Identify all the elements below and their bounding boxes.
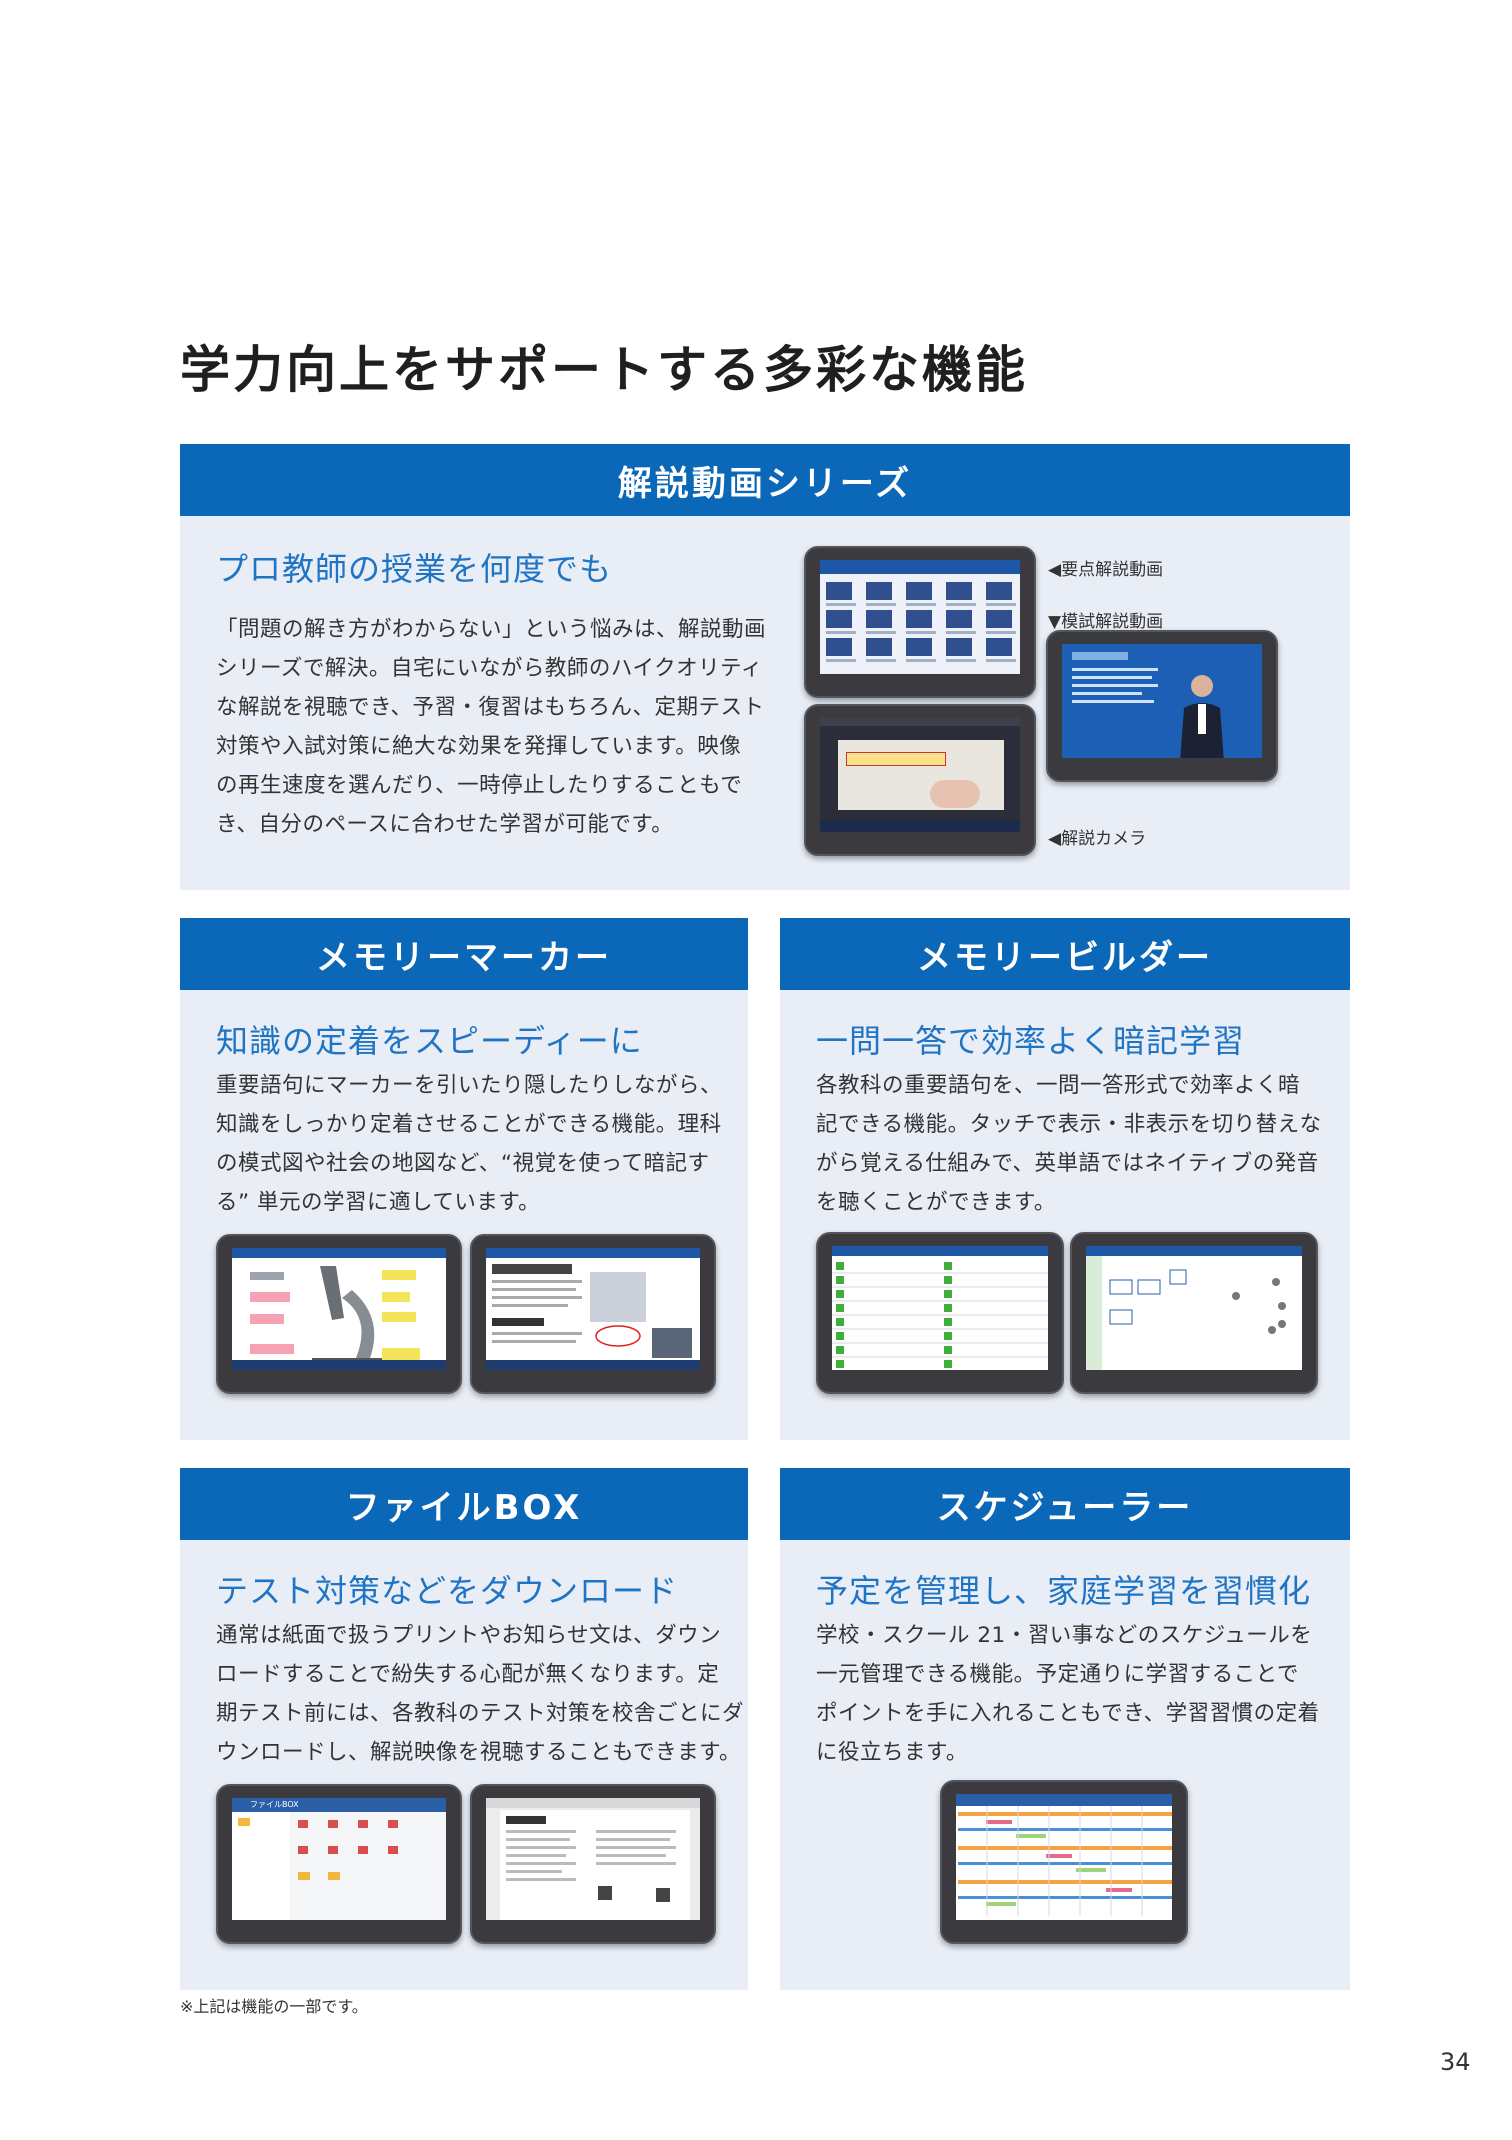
lecturer-figure: [1072, 652, 1224, 758]
memory-builder-body: 各教科の重要語句を、一問一答形式で効率よく暗 記できる機能。タッチで表示・非表示…: [816, 1073, 1322, 1215]
scheduler-screen: [956, 1794, 1172, 1920]
file-box-tablet: ファイルBOX: [216, 1784, 462, 1944]
scheduler-tablet: [940, 1780, 1188, 1944]
word-list-screen: [832, 1246, 1048, 1370]
memory-marker-subtitle: 知識の定着をスピーディーに: [216, 1022, 643, 1060]
vocab-cards: [1086, 1256, 1286, 1370]
vocab-card-screen: [1086, 1246, 1302, 1370]
mock-exam-screen: [1062, 644, 1262, 758]
camera-tablet: [804, 704, 1036, 856]
video-series-panel: 解説動画シリーズ プロ教師の授業を何度でも 「問題の解き方がわからない」という悩…: [180, 444, 1350, 890]
camera-screen: [820, 718, 1020, 832]
test-prep-tablet: [470, 1784, 716, 1944]
word-list-tablet: [816, 1232, 1064, 1394]
point-video-screen: [820, 560, 1020, 674]
memory-builder-header: メモリービルダー: [780, 918, 1350, 990]
page-number: 34: [1440, 2048, 1471, 2076]
file-box-header: ファイルBOX: [180, 1468, 748, 1540]
video-series-subtitle: プロ教師の授業を何度でも: [216, 550, 613, 588]
microscope-diagram: [250, 1266, 420, 1370]
mock-exam-tablet: [1046, 630, 1278, 782]
microscope-screen: [232, 1248, 446, 1370]
caption-camera: ◀解説カメラ: [1048, 829, 1147, 849]
file-box-screen-title: ファイルBOX: [250, 1800, 299, 1809]
map-screen: [486, 1248, 700, 1370]
memory-builder-subtitle: 一問一答で効率よく暗記学習: [816, 1022, 1246, 1060]
scheduler-header: スケジューラー: [780, 1468, 1350, 1540]
file-box-subtitle: テスト対策などをダウンロード: [216, 1572, 679, 1610]
page-title: 学力向上をサポートする多彩な機能: [180, 341, 1028, 399]
memory-marker-header: メモリーマーカー: [180, 918, 748, 990]
vocab-card-tablet: [1070, 1232, 1318, 1394]
schedule-calendar: [958, 1806, 1172, 1916]
word-list-table: [832, 1262, 1048, 1368]
scheduler-subtitle: 予定を管理し、家庭学習を習慣化: [816, 1572, 1312, 1610]
scheduler-panel: スケジューラー 予定を管理し、家庭学習を習慣化 学校・スクール 21・習い事など…: [780, 1468, 1350, 1990]
caption-point-video: ◀要点解説動画: [1048, 560, 1164, 580]
memory-marker-panel: メモリーマーカー 知識の定着をスピーディーに 重要語句にマーカーを引いたり隠した…: [180, 918, 748, 1440]
memory-builder-panel: メモリービルダー 一問一答で効率よく暗記学習 各教科の重要語句を、一問一答形式で…: [780, 918, 1350, 1440]
video-series-header: 解説動画シリーズ: [180, 444, 1350, 516]
microscope-tablet: [216, 1234, 462, 1394]
file-folder-grid: [232, 1812, 398, 1920]
scheduler-body: 学校・スクール 21・習い事などのスケジュールを 一元管理できる機能。予定通りに…: [816, 1623, 1320, 1765]
test-document: [500, 1810, 690, 1920]
memory-marker-body: 重要語句にマーカーを引いたり隠したりしながら、 知識をしっかり定着させることがで…: [216, 1073, 723, 1215]
file-box-panel: ファイルBOX テスト対策などをダウンロード 通常は紙面で扱うプリントやお知らせ…: [180, 1468, 748, 1990]
point-video-tablet: [804, 546, 1036, 698]
textbook-page: [492, 1264, 692, 1358]
file-box-screen: ファイルBOX: [232, 1798, 446, 1920]
footnote: ※上記は機能の一部です。: [180, 1997, 368, 2016]
caption-mock-video: ▼模試解説動画: [1048, 612, 1164, 632]
video-series-body: 「問題の解き方がわからない」という悩みは、解説動画 シリーズで解決。自宅にいなが…: [216, 617, 767, 837]
video-thumbnail-grid: [826, 582, 1016, 662]
map-tablet: [470, 1234, 716, 1394]
file-box-body: 通常は紙面で扱うプリントやお知らせ文は、ダウン ロードすることで紛失する心配が無…: [216, 1623, 745, 1765]
test-prep-screen: [486, 1798, 700, 1920]
